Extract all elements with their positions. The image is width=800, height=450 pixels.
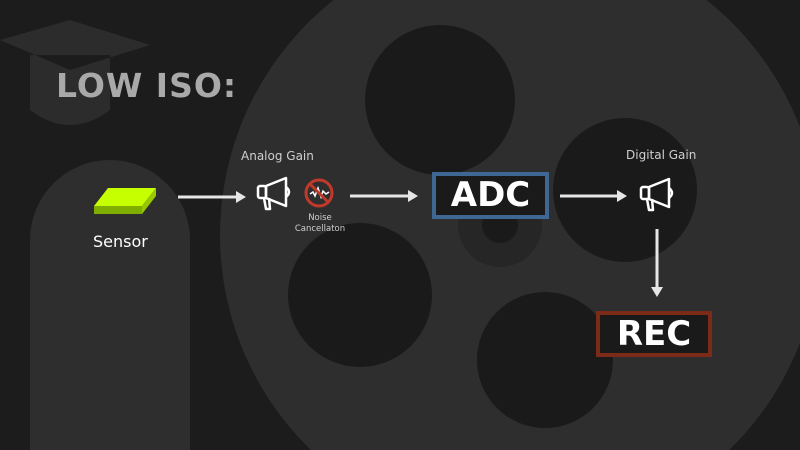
adc-box: ADC	[432, 172, 549, 219]
slide-title: LOW ISO:	[56, 66, 238, 105]
digital-gain-label: Digital Gain	[626, 148, 697, 162]
sensor-chip-icon	[94, 188, 156, 214]
sensor-label: Sensor	[93, 232, 148, 251]
noise-label-line2: Cancellaton	[294, 224, 346, 234]
megaphone-icon	[639, 177, 674, 212]
noise-label-line1: Noise	[308, 213, 332, 223]
noise-cancellation-icon	[304, 178, 334, 208]
analog-gain-label: Analog Gain	[241, 149, 314, 163]
megaphone-icon	[256, 176, 291, 211]
noise-cancellation-label: Noise Cancellaton	[288, 213, 352, 235]
rec-box: REC	[596, 311, 712, 357]
